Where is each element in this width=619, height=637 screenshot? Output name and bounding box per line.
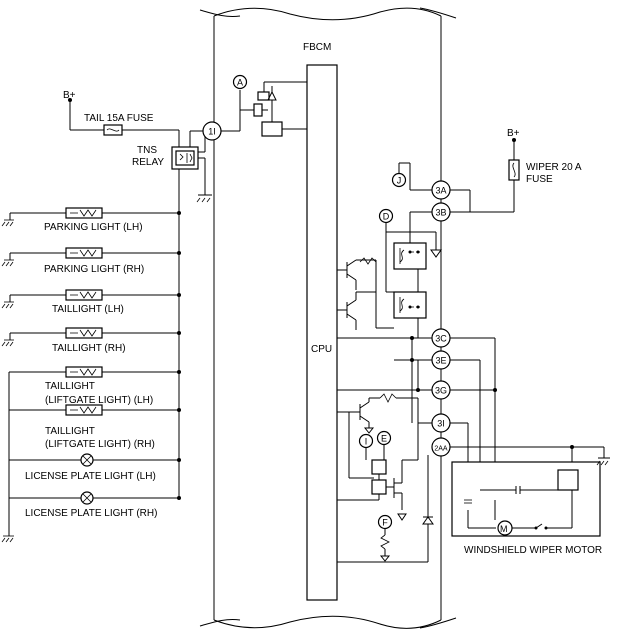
motor-symbol-label: M xyxy=(500,524,508,534)
svg-text:1I: 1I xyxy=(208,127,216,137)
relay-label-line1: TNS xyxy=(137,145,157,156)
svg-text:3E: 3E xyxy=(435,356,446,366)
terminal-2aa: 2AA xyxy=(431,437,451,457)
terminal-3g: 3G xyxy=(431,380,451,400)
bplus-label: B+ xyxy=(63,90,76,101)
point-i: I xyxy=(358,433,374,449)
light-branch-7: LICENSE PLATE LIGHT (RH) xyxy=(9,491,181,519)
point-a-driver xyxy=(239,81,307,137)
light-branch-4: TAILLIGHT (LIFTGATE LIGHT) (LH) xyxy=(9,366,181,406)
light-symbol xyxy=(65,327,103,339)
light-branches: PARKING LIGHT (LH) PARKING LIGHT (RH) TAIL… xyxy=(1,207,181,543)
light-label-line1: TAILLIGHT xyxy=(45,381,95,392)
svg-text:E: E xyxy=(381,434,387,444)
light-label: PARKING LIGHT (RH) xyxy=(44,264,144,275)
terminal-3i: 3I xyxy=(431,413,451,433)
terminal-3e: 3E xyxy=(431,350,451,370)
svg-text:J: J xyxy=(397,176,402,186)
wiper-supply: B+ WIPER 20 A FUSE xyxy=(450,128,582,213)
svg-text:D: D xyxy=(383,212,390,222)
light-branch-3: TAILLIGHT (RH) xyxy=(1,327,181,354)
light-symbol xyxy=(65,289,103,301)
light-label: LICENSE PLATE LIGHT (LH) xyxy=(25,471,156,482)
svg-text:F: F xyxy=(382,518,388,528)
light-symbol xyxy=(65,366,103,378)
point-j-line xyxy=(398,162,432,213)
light-branch-1: PARKING LIGHT (RH) xyxy=(1,247,181,275)
relay-driver-transistors xyxy=(337,257,394,330)
light-label-line2: (LIFTGATE LIGHT) (RH) xyxy=(45,439,155,450)
svg-text:3A: 3A xyxy=(435,186,446,196)
tail-fuse-label: TAIL 15A FUSE xyxy=(84,113,154,124)
point-f: F xyxy=(377,514,393,530)
svg-text:I: I xyxy=(365,437,368,447)
module-title: FBCM xyxy=(303,42,331,53)
motor-ground xyxy=(596,457,610,466)
tail-supply: B+ TAIL 15A FUSE xyxy=(63,90,180,148)
svg-text:2AA: 2AA xyxy=(434,446,448,453)
motor-label: WINDSHIELD WIPER MOTOR xyxy=(464,545,602,556)
terminal-1i: 1I xyxy=(202,121,222,141)
terminal-bus-lines xyxy=(337,336,605,510)
light-label: LICENSE PLATE LIGHT (RH) xyxy=(25,508,157,519)
light-label: TAILLIGHT (LH) xyxy=(52,304,124,315)
light-label: TAILLIGHT (RH) xyxy=(52,343,126,354)
wiper-switch-contacts xyxy=(557,469,579,491)
wiper-fuse-label-line1: WIPER 20 A xyxy=(526,162,582,173)
terminals: 1I 3A 3B 3C 3E 3G 3I 2AA xyxy=(202,121,451,457)
point-d: D xyxy=(378,208,394,224)
wiper-motor-unit: M WINDSHIELD WIPER MOTOR xyxy=(451,461,602,556)
light-label: PARKING LIGHT (LH) xyxy=(44,222,143,233)
wiper-fuse-label-line2: FUSE xyxy=(526,174,553,185)
light-label-line2: (LIFTGATE LIGHT) (LH) xyxy=(45,395,153,406)
wiper-relays xyxy=(385,212,442,339)
lower-ground xyxy=(1,530,14,543)
light-branch-6: LICENSE PLATE LIGHT (LH) xyxy=(9,453,181,482)
svg-text:3B: 3B xyxy=(435,208,446,218)
cpu-label: CPU xyxy=(311,344,332,355)
light-symbol xyxy=(65,207,103,219)
point-a: A xyxy=(232,74,248,90)
test-points: A J D I E F xyxy=(232,74,407,530)
terminal-3b: 3B xyxy=(431,202,451,222)
wiper-bplus-label: B+ xyxy=(507,128,520,139)
light-symbol xyxy=(65,247,103,259)
lower-control-circuit xyxy=(337,393,434,563)
terminal-3c: 3C xyxy=(431,328,451,348)
relay-label-line2: RELAY xyxy=(132,157,164,168)
svg-text:3G: 3G xyxy=(435,386,447,396)
fbcm-module-outline xyxy=(199,7,457,629)
terminal-3a: 3A xyxy=(431,180,451,200)
light-branch-5: TAILLIGHT (LIFTGATE LIGHT) (RH) xyxy=(9,404,181,450)
light-label-line1: TAILLIGHT xyxy=(45,426,95,437)
light-symbol xyxy=(65,404,103,416)
light-branch-2: TAILLIGHT (LH) xyxy=(1,289,181,315)
point-j: J xyxy=(391,172,407,188)
cpu-block xyxy=(306,64,338,601)
light-branch-0: PARKING LIGHT (LH) xyxy=(1,207,181,233)
svg-text:3I: 3I xyxy=(437,419,445,429)
point-e: E xyxy=(376,430,392,446)
svg-text:A: A xyxy=(237,78,243,88)
svg-text:3C: 3C xyxy=(435,334,447,344)
